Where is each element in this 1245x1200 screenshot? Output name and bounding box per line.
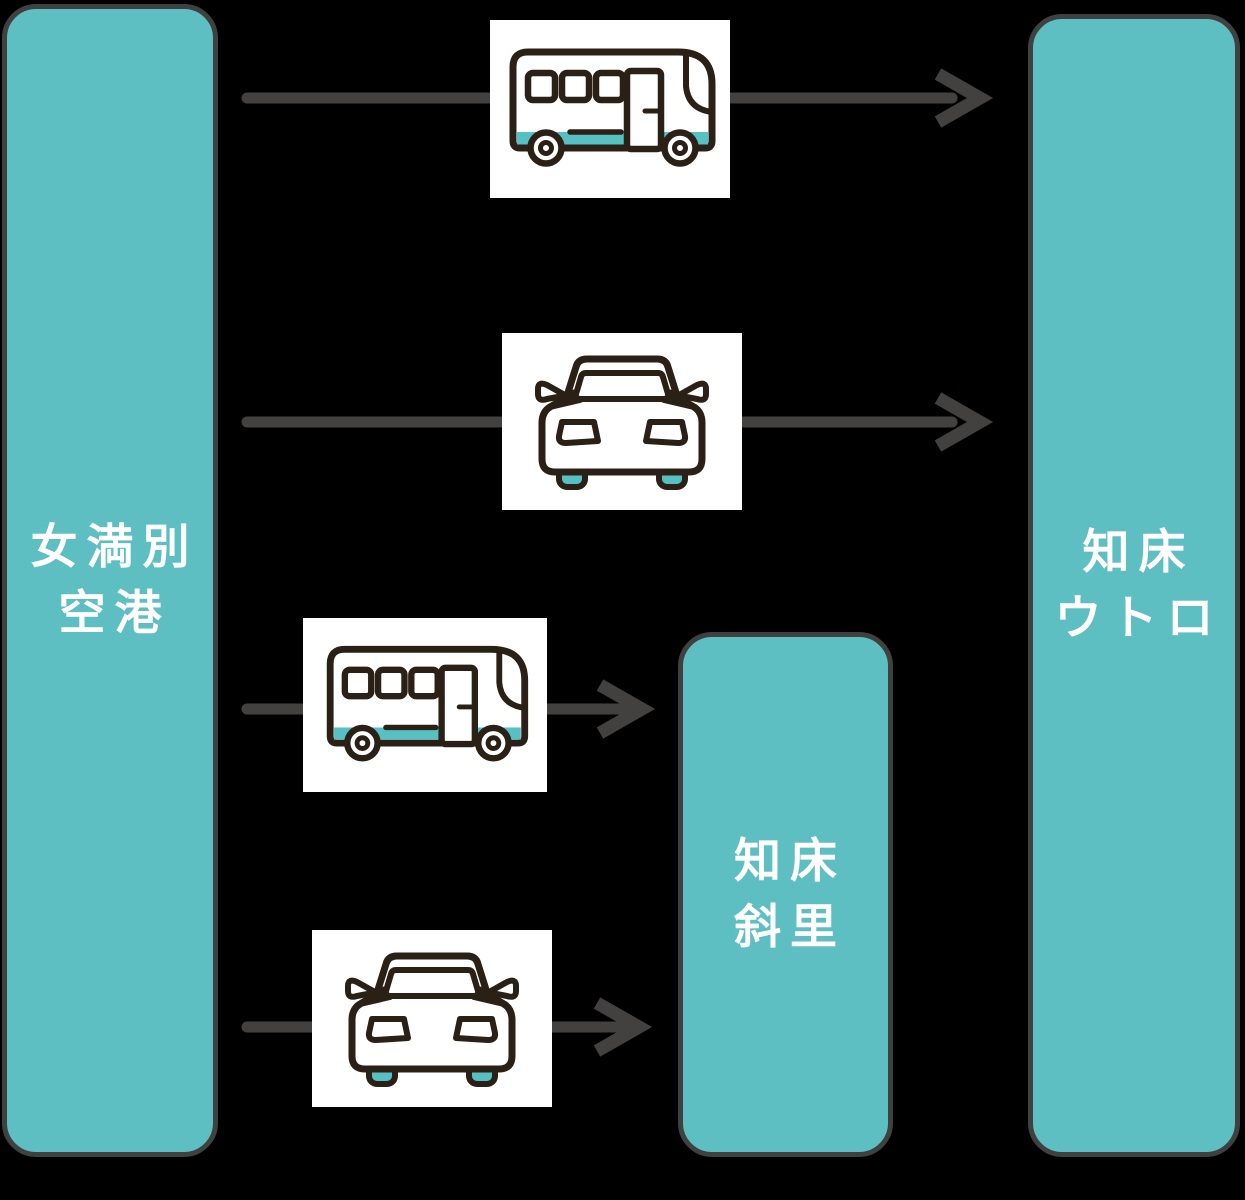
node-label: 空港 [58,585,171,641]
node-label: 女満別 [30,519,199,575]
car-icon [502,333,742,510]
node-shiretoko-shari: 知床 斜里 [678,632,893,1157]
node-shiretoko-utoro: 知床 ウトロ [1028,14,1240,1157]
bus-icon [490,20,730,198]
car-icon [312,930,552,1107]
node-label: 知床 [734,833,846,889]
node-label: 知床 [1082,524,1195,580]
bus-icon [303,618,547,792]
node-memanbetsu-airport: 女満別 空港 [2,4,218,1157]
node-label: ウトロ [1054,590,1223,646]
node-label: 斜里 [734,899,846,955]
